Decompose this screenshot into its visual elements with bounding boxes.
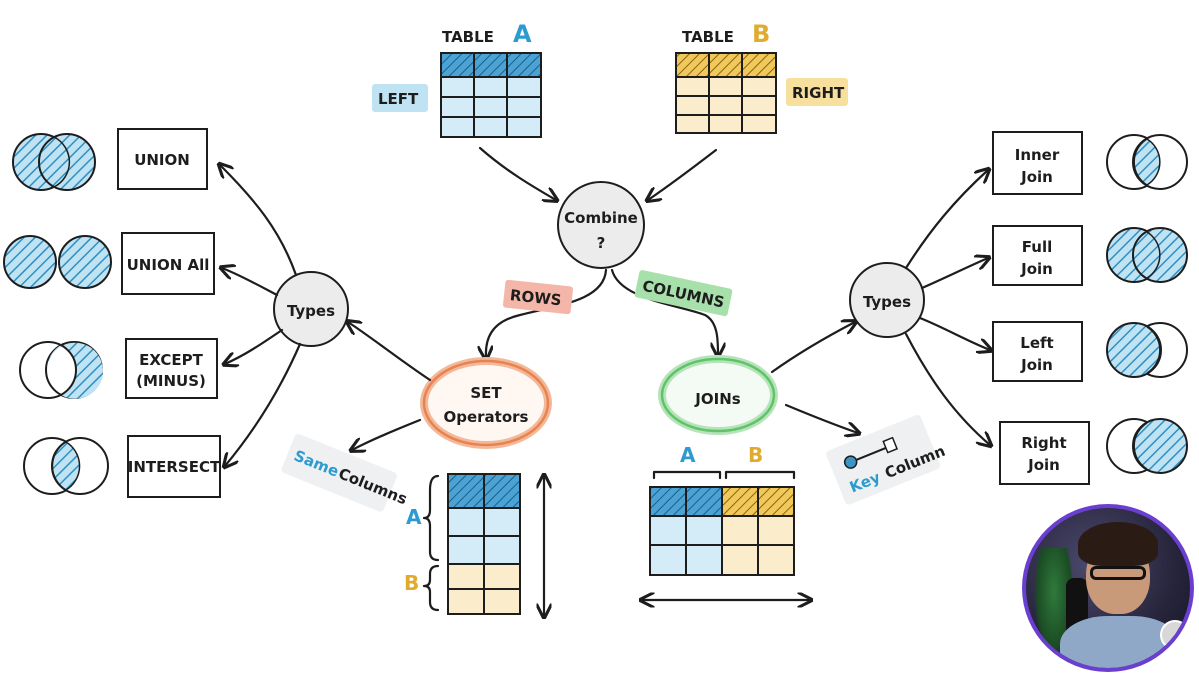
venn-inner-join-icon — [1106, 134, 1188, 190]
presenter-glasses — [1090, 566, 1146, 580]
venn-except-icon — [19, 341, 103, 399]
left-tag — [372, 84, 428, 112]
arrow-right-join — [904, 332, 990, 445]
join-wide-table: A B — [642, 443, 810, 600]
venn-right-join-icon — [1106, 418, 1188, 474]
arrow-full-join — [920, 258, 988, 290]
set-op-union-box: UNION — [117, 128, 208, 190]
combine-question: ? — [597, 234, 606, 252]
joins-title: JOINs — [694, 390, 740, 408]
join-full-box: Full Join — [992, 225, 1083, 286]
arrow-same-columns — [352, 418, 422, 450]
joins-node: JOINs — [658, 355, 778, 435]
table-b-letter: B — [752, 20, 770, 48]
set-types-label: Types — [287, 302, 335, 320]
venn-intersect-icon — [23, 437, 109, 495]
combine-label: Combine — [564, 209, 638, 227]
table-a-letter: A — [513, 20, 532, 48]
set-op-except-label: EXCEPT — [139, 351, 204, 369]
set-op-union-label: UNION — [134, 151, 190, 169]
join-inner-line2: Join — [1020, 168, 1053, 186]
set-operators-node: SET Operators — [420, 357, 552, 449]
join-col-label-a: A — [680, 443, 696, 467]
venn-union-icon — [12, 133, 96, 191]
arrow-union-all — [222, 268, 279, 297]
venn-left-join-icon — [1106, 322, 1188, 378]
key-icon — [843, 436, 899, 469]
table-b-group: TABLE B RIGHT — [675, 20, 848, 134]
arrow-except — [225, 328, 284, 364]
join-col-label-b: B — [748, 443, 763, 467]
set-subtitle: Operators — [444, 408, 529, 426]
table-a-title: TABLE — [442, 28, 494, 46]
rows-tag-label: ROWS — [509, 286, 562, 309]
arrow-table-a-combine — [478, 146, 556, 200]
combine-node: Combine ? — [557, 181, 645, 269]
same-columns-note: Same Columns — [281, 433, 410, 512]
arrow-left-join — [918, 316, 990, 350]
set-op-union-all-box: UNION All — [121, 232, 215, 295]
table-b-header — [676, 53, 776, 77]
rows-tag: ROWS — [503, 279, 573, 315]
join-left-box: Left Join — [992, 321, 1083, 382]
arrow-inner-join — [904, 170, 988, 270]
join-left-line1: Left — [1020, 334, 1053, 352]
arrow-union — [220, 165, 298, 277]
brace-b — [422, 564, 440, 612]
set-op-intersect-box: INTERSECT — [127, 435, 221, 498]
arrow-rows — [486, 268, 608, 358]
presenter-hair — [1078, 522, 1158, 566]
arrow-set-types — [348, 322, 432, 382]
join-left-line2: Join — [1020, 356, 1053, 374]
arrow-table-b-combine — [648, 148, 718, 200]
table-a-header — [441, 53, 541, 77]
set-title: SET — [470, 384, 502, 402]
left-tag-label: LEFT — [378, 90, 419, 108]
brace-join-a — [652, 470, 722, 480]
set-types-node: Types — [273, 271, 349, 347]
join-right-line1: Right — [1021, 434, 1066, 452]
set-op-except-box: EXCEPT (MINUS) — [125, 338, 218, 399]
right-tag-label: RIGHT — [792, 84, 845, 102]
stack-label-b: B — [404, 571, 419, 595]
join-inner-line1: Inner — [1015, 146, 1060, 164]
brace-a — [422, 474, 440, 562]
key-column-note: Key Column — [826, 415, 948, 505]
channel-logo-icon — [1160, 620, 1190, 650]
join-types-node: Types — [849, 262, 925, 338]
arrow-intersect — [225, 342, 302, 466]
table-a-group: TABLE A LEFT — [372, 20, 542, 138]
venn-full-join-icon — [1106, 227, 1188, 283]
arrow-columns — [610, 268, 718, 355]
join-full-line2: Join — [1020, 260, 1053, 278]
set-op-intersect-label: INTERSECT — [128, 458, 221, 476]
brace-join-b — [724, 470, 796, 480]
right-tag — [786, 78, 848, 106]
join-types-label: Types — [863, 293, 911, 311]
table-b-title: TABLE — [682, 28, 734, 46]
presenter-webcam — [1022, 504, 1194, 672]
stack-label-a: A — [406, 505, 422, 529]
set-op-union-all-label: UNION All — [127, 256, 210, 274]
presenter-shirt — [1060, 616, 1180, 668]
arrow-join-types — [770, 322, 855, 374]
set-stack-table: A B — [404, 474, 544, 616]
join-right-box: Right Join — [999, 421, 1090, 485]
join-full-line1: Full — [1022, 238, 1052, 256]
join-right-line2: Join — [1027, 456, 1060, 474]
set-op-except-sub: (MINUS) — [136, 372, 206, 390]
venn-union-all-icon — [3, 235, 112, 289]
join-inner-box: Inner Join — [992, 131, 1083, 195]
arrow-key-column — [784, 403, 858, 433]
